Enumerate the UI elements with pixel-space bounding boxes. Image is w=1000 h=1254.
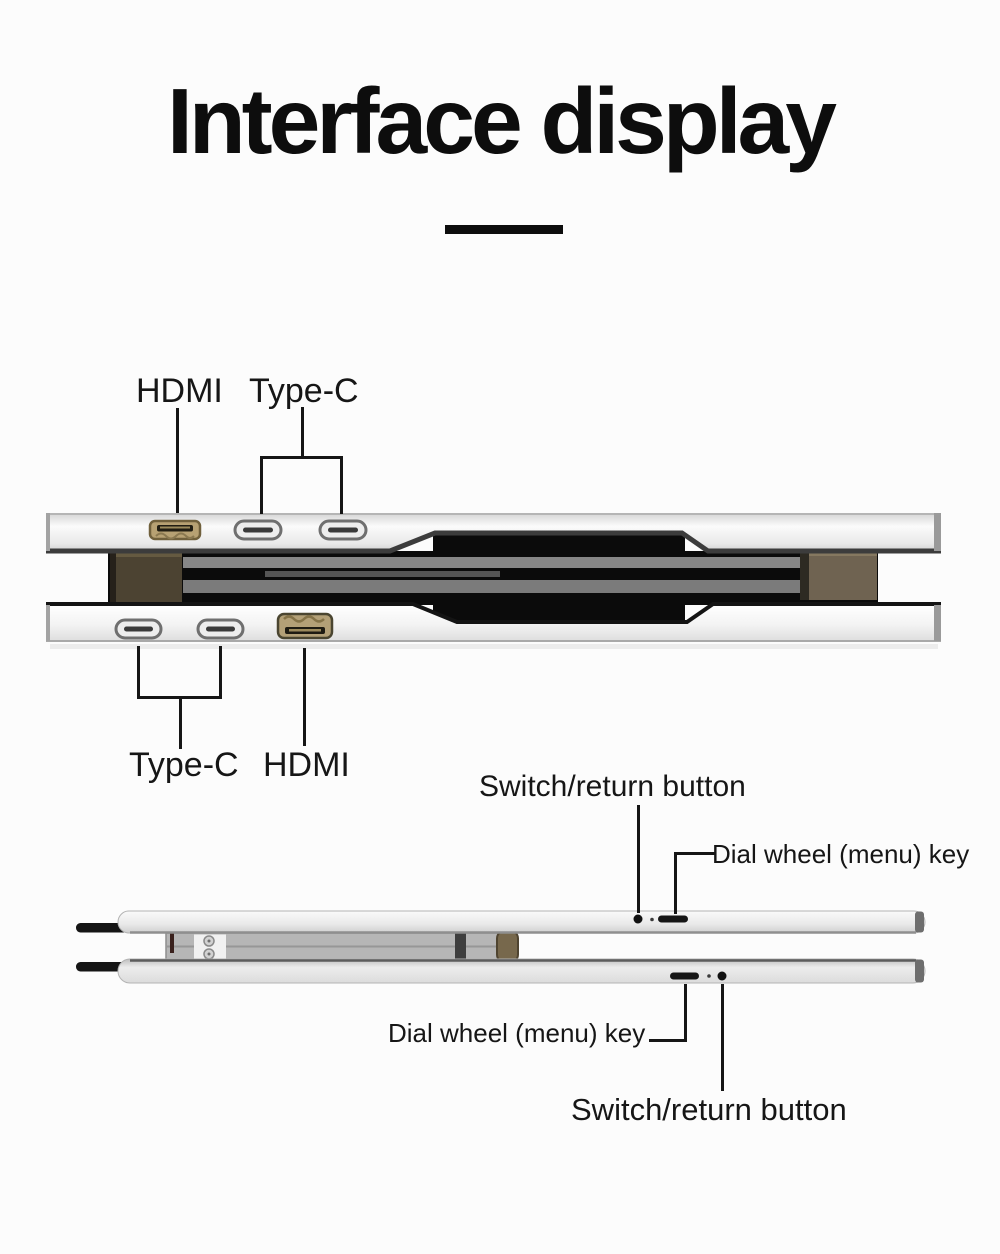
mic-hole-icon: [650, 917, 654, 922]
side-panel-top: [117, 910, 926, 934]
lower-slab-top-seam: [46, 602, 941, 624]
leader-dial-bottom-h: [649, 1039, 687, 1042]
label-hdmi-bottom: HDMI: [263, 746, 350, 784]
leader-hdmi-bottom: [303, 648, 306, 746]
leader-switch-bottom: [721, 984, 724, 1091]
label-switch-return-top: Switch/return button: [479, 770, 746, 803]
top-view-device: [46, 513, 941, 649]
type-c-port-icon: [233, 519, 283, 541]
mic-hole-icon: [707, 974, 711, 978]
type-c-port-icon: [196, 618, 245, 640]
leader-switch-top: [637, 805, 640, 913]
label-dial-wheel-bottom: Dial wheel (menu) key: [388, 1018, 646, 1048]
screen-edge-stripe-2: [183, 580, 877, 593]
type-c-port-icon: [114, 618, 163, 640]
hinge-right: [800, 550, 877, 600]
upper-slab-bottom-edge: [46, 530, 941, 554]
hdmi-port-icon: [148, 519, 202, 541]
stand-prong-top: [76, 923, 128, 933]
upper-slab-right-bevel: [934, 513, 941, 551]
lower-slab-right-bevel: [934, 605, 941, 641]
screen-edge-stripe-mid: [265, 571, 500, 577]
side-hinge-cap: [496, 929, 519, 964]
leader-typec-bottom-right: [219, 646, 222, 699]
leader-hdmi-top: [176, 408, 179, 513]
label-dial-wheel-top: Dial wheel (menu) key: [712, 839, 970, 869]
leader-typec-bottom-left: [137, 646, 140, 699]
screen-edge-stripe-1: [183, 557, 877, 568]
side-panel-bottom: [117, 958, 926, 984]
stand-prong-bottom: [76, 962, 128, 972]
hinge-left: [110, 550, 182, 603]
page-title: Interface display: [167, 69, 837, 173]
label-typec-top: Type-C: [249, 372, 359, 410]
leader-typec-top-bracket: [260, 456, 343, 459]
stand-rail: [165, 929, 519, 964]
switch-return-dot-icon: [633, 914, 643, 924]
label-hdmi-top: HDMI: [136, 372, 223, 410]
leader-typec-top-left: [260, 456, 263, 514]
leader-dial-top-v: [674, 852, 677, 914]
label-switch-return-bottom: Switch/return button: [571, 1092, 847, 1127]
side-view-device: [76, 910, 926, 984]
leader-typec-top-right: [340, 456, 343, 514]
leader-typec-bottom-stem: [179, 696, 182, 749]
dial-wheel-pill-icon: [658, 915, 688, 923]
leader-dial-top-h: [674, 852, 716, 855]
lower-slab-shadow: [50, 644, 938, 649]
type-c-port-icon: [318, 519, 368, 541]
switch-return-dot-icon: [717, 971, 727, 981]
label-typec-bottom: Type-C: [129, 746, 239, 784]
leader-typec-top-stem: [301, 407, 304, 459]
hdmi-port-icon: [276, 612, 334, 640]
dial-wheel-pill-icon: [670, 972, 699, 980]
title-divider-bar: [445, 225, 563, 234]
leader-dial-bottom-v: [684, 984, 687, 1042]
